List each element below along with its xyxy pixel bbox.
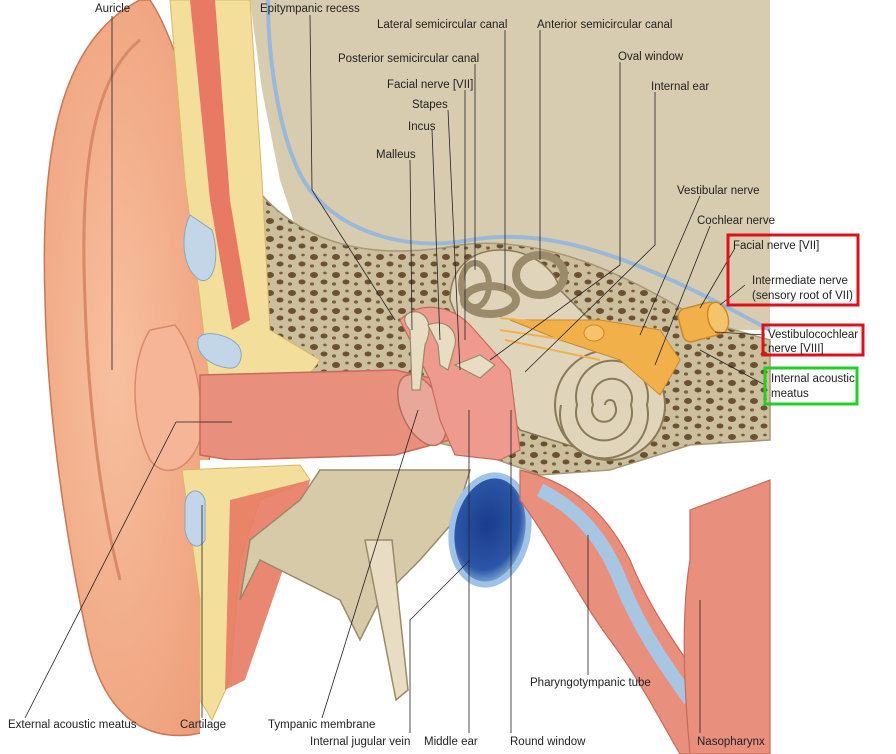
nerve-bundle [509, 319, 681, 396]
label-vestibulocochlear-sub: nerve [VIII] [768, 343, 824, 355]
leader-internal-acoustic [699, 349, 766, 386]
label-nasopharynx: Nasopharynx [697, 736, 765, 748]
label-cochlear-nerve: Cochlear nerve [697, 215, 775, 227]
label-tympanic-membrane: Tympanic membrane [268, 719, 375, 731]
concha [134, 324, 203, 471]
label-round-window: Round window [510, 736, 586, 748]
label-facial-nerve-top: Facial nerve [VII] [387, 79, 473, 91]
label-internal-acoustic: Internal acoustic [771, 373, 855, 385]
label-pharyngotympanic-tube: Pharyngotympanic tube [530, 677, 651, 689]
label-oval-window: Oval window [618, 51, 684, 63]
auricle-helix [82, 38, 141, 581]
label-stapes: Stapes [412, 99, 448, 111]
leader-lines [24, 14, 766, 733]
styloid-process [364, 539, 409, 702]
label-internal-jugular-vein: Internal jugular vein [310, 736, 410, 748]
jugular-vein-shape [448, 472, 532, 588]
leader-incus [431, 129, 441, 341]
leader-stapes [447, 109, 461, 371]
label-internal-ear: Internal ear [651, 81, 709, 93]
pharyngotympanic-tube-shape [519, 469, 701, 754]
labels: Auricle Epitympanic recess Lateral semic… [8, 3, 858, 748]
leader-oval-window [489, 62, 621, 361]
illustration [43, 0, 771, 754]
cartilage-lower [184, 490, 206, 547]
label-internal-acoustic-sub: meatus [771, 388, 809, 400]
facial-intermediate-highlight [726, 233, 860, 307]
leader-epitympanic-2 [311, 189, 396, 321]
tube-blue-wall [536, 483, 696, 705]
external-meatus-canal [199, 369, 451, 461]
stapes-shape [453, 354, 496, 379]
leader-malleus [409, 159, 413, 331]
leader-epitympanic [309, 14, 313, 191]
label-epitympanic-recess: Epitympanic recess [260, 3, 360, 15]
cartilage-upper [183, 214, 217, 281]
leader-internal-ear [524, 92, 656, 373]
leader-vestibulocochlear [714, 331, 766, 336]
label-facial-nerve-box: Facial nerve [VII] [733, 240, 819, 252]
malleus-shape [404, 311, 430, 391]
label-intermediate-nerve-sub: (sensory root of VII) [752, 290, 853, 302]
leader-external-meatus [24, 421, 177, 719]
leader-jugular [409, 559, 471, 733]
label-intermediate-nerve: Intermediate nerve [752, 275, 848, 287]
leader-tympanic [321, 409, 419, 719]
label-vestibular-nerve: Vestibular nerve [677, 185, 759, 197]
label-vestibulocochlear: Vestibulocochlear [768, 329, 858, 341]
label-malleus: Malleus [376, 149, 416, 161]
cartilage-mid [197, 333, 242, 369]
leader-cochlear [654, 225, 711, 366]
vestibulocochlear-highlight [761, 323, 865, 357]
label-cartilage: Cartilage [180, 719, 226, 731]
label-lateral-semicircular-canal: Lateral semicircular canal [377, 19, 507, 31]
label-middle-ear: Middle ear [424, 736, 478, 748]
label-incus: Incus [408, 121, 436, 133]
incus-shape [427, 322, 456, 371]
nasopharynx-shape [683, 479, 771, 754]
leader-intermediate [719, 284, 746, 306]
label-anterior-semicircular-canal: Anterior semicircular canal [537, 19, 673, 31]
nerve-stump [583, 301, 730, 343]
middle-ear-cavity [399, 306, 521, 461]
muscle-strip [190, 0, 250, 330]
leader-vestibular [639, 195, 701, 336]
label-auricle: Auricle [95, 3, 130, 15]
label-posterior-semicircular-canal: Posterior semicircular canal [338, 53, 479, 65]
internal-acoustic-highlight [763, 366, 859, 406]
label-external-acoustic-meatus: External acoustic meatus [8, 719, 137, 731]
